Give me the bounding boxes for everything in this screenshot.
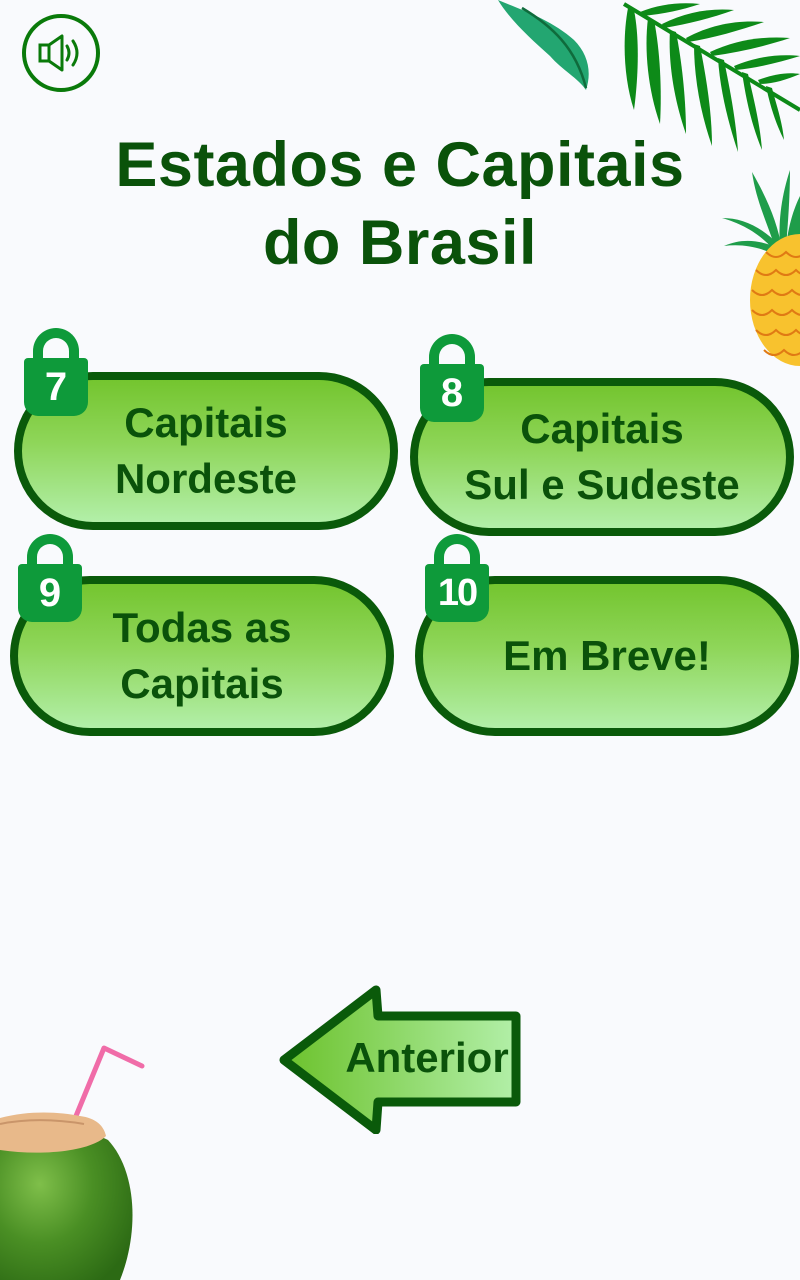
- previous-button[interactable]: Anterior: [276, 984, 526, 1134]
- lock-badge-9: 9: [18, 534, 82, 622]
- level-label-line-2: Capitais: [120, 660, 284, 707]
- lock-icon: [429, 334, 475, 384]
- level-label-line-1: Em Breve!: [503, 632, 711, 679]
- coconut-decoration: [0, 1045, 145, 1280]
- level-number: 9: [18, 564, 82, 622]
- level-label-line-1: Capitais: [520, 405, 684, 452]
- title-line-2: do Brasil: [262, 208, 538, 278]
- level-number: 8: [420, 364, 484, 422]
- level-button-8[interactable]: Capitais Sul e Sudeste: [410, 378, 794, 536]
- lock-icon: [27, 534, 73, 584]
- palm-leaf-decoration: [622, 2, 800, 152]
- level-number: 10: [425, 564, 489, 622]
- lock-badge-10: 10: [425, 534, 489, 622]
- level-number: 7: [24, 358, 88, 416]
- level-label-line-2: Sul e Sudeste: [464, 461, 740, 508]
- lock-badge-8: 8: [420, 334, 484, 422]
- level-label-line-1: Todas as: [112, 604, 292, 651]
- lock-badge-7: 7: [24, 328, 88, 416]
- lock-icon: [33, 328, 79, 378]
- banana-leaf-decoration: [498, 0, 589, 90]
- pineapple-decoration: [722, 170, 800, 366]
- level-button-9[interactable]: Todas as Capitais: [10, 576, 394, 736]
- left-arrow-icon: [279, 985, 521, 1134]
- previous-label: Anterior: [345, 1034, 509, 1081]
- level-label-line-2: Nordeste: [114, 455, 298, 502]
- sound-toggle-button[interactable]: [22, 14, 100, 92]
- title-line-1: Estados e Capitais: [115, 130, 685, 200]
- speaker-volume-icon: [38, 34, 79, 72]
- level-label-line-1: Capitais: [124, 399, 288, 446]
- lock-icon: [434, 534, 480, 584]
- page-title: Estados e Capitais do Brasil: [0, 126, 800, 282]
